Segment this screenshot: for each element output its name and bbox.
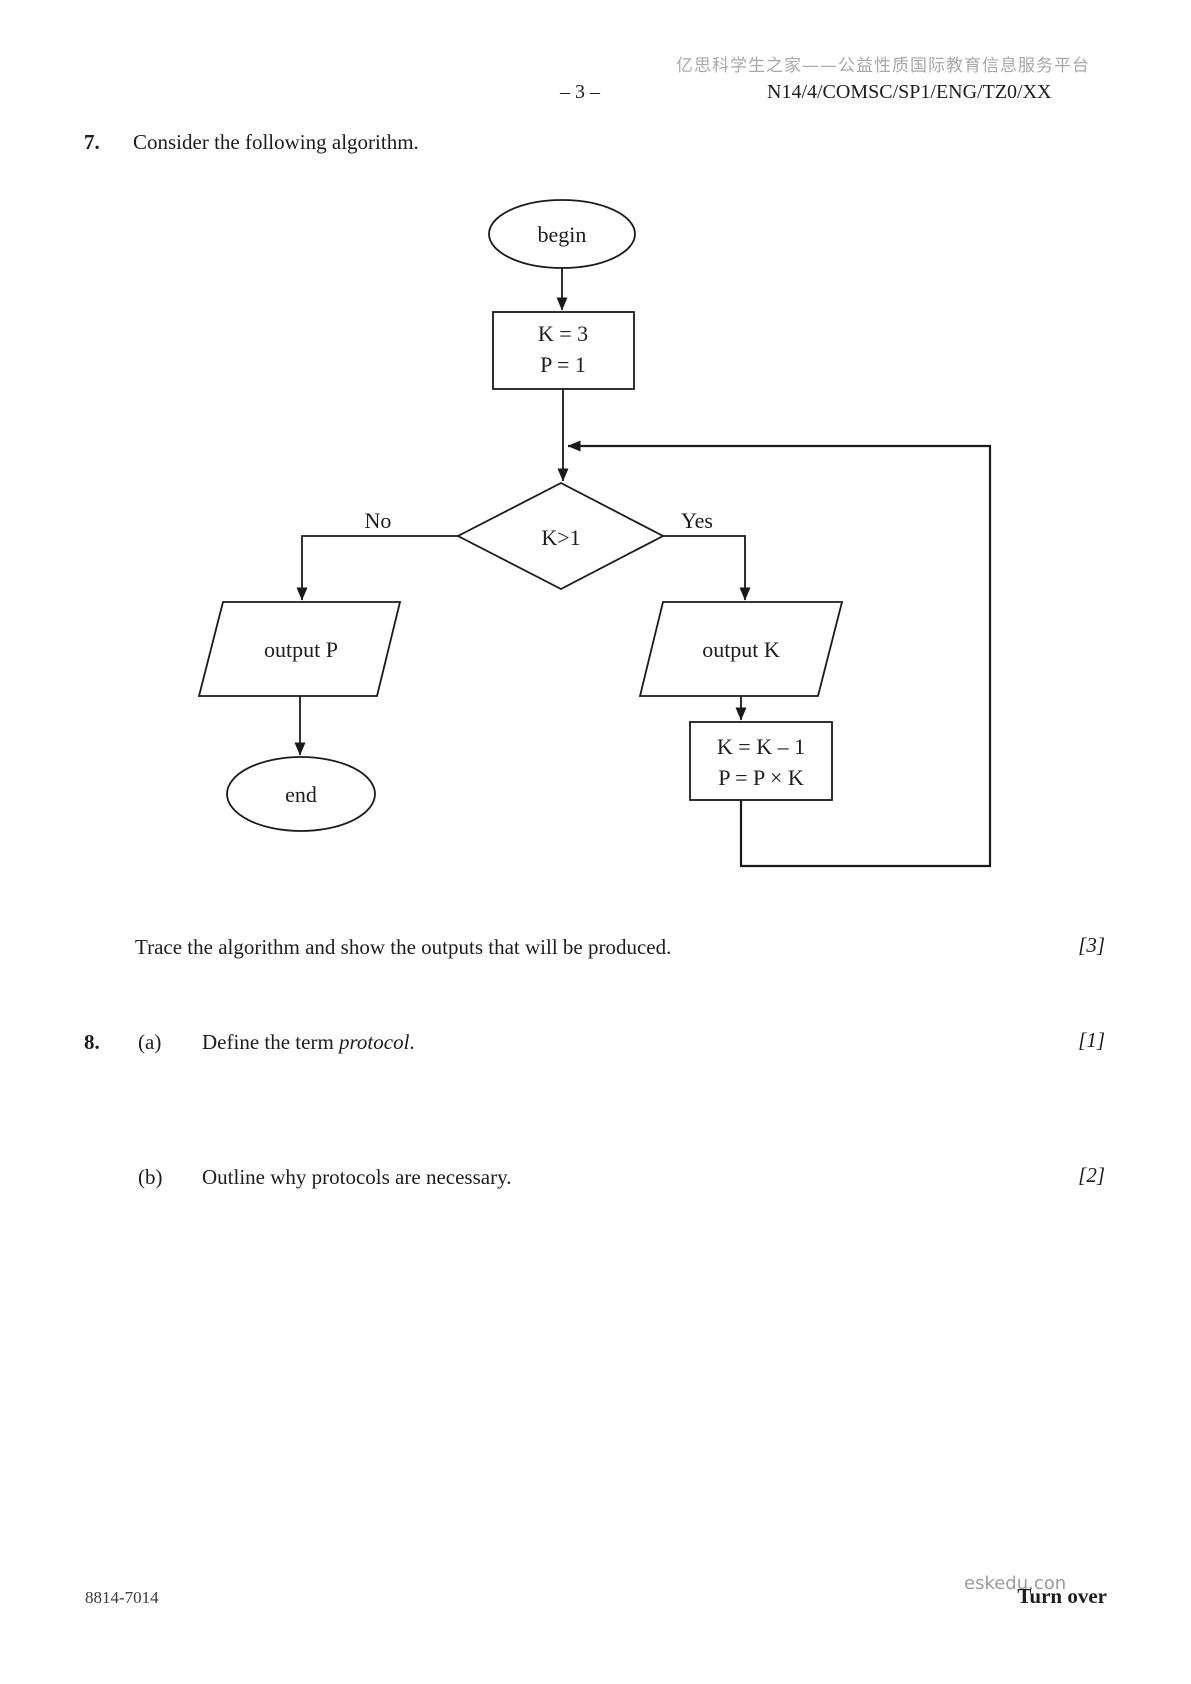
question7-marks: [3] [1078, 933, 1105, 957]
question8-number: 8. [84, 1030, 100, 1054]
update-process-box [689, 721, 833, 801]
begin-label: begin [538, 222, 587, 247]
footer-watermark: eskedu.con [964, 1573, 1067, 1594]
decision-label: K>1 [541, 525, 580, 550]
update-line1: K = K – 1 [717, 734, 805, 759]
turn-over-label: Turn over [1017, 1584, 1107, 1608]
init-line1: K = 3 [538, 321, 588, 346]
end-terminator [226, 756, 376, 832]
question7-prompt: Consider the following algorithm. [133, 130, 419, 154]
question8b-letter: (b) [138, 1165, 163, 1189]
output-p-parallelogram [197, 601, 402, 697]
no-label: No [365, 508, 392, 533]
flowchart-svg: begin K = 3 P = 1 K>1 No Yes output P en… [197, 199, 992, 868]
question8a-term: protocol [339, 1030, 410, 1054]
question8b-text: Outline why protocols are necessary. [202, 1165, 512, 1189]
output-k-label: output K [702, 637, 780, 662]
question8a-text-prefix: Define the term [202, 1030, 340, 1054]
loop-return-arrow [567, 440, 992, 868]
init-process-box [492, 311, 635, 390]
init-line2: P = 1 [540, 352, 586, 377]
question8a-text: Define the term protocol. [202, 1030, 415, 1055]
question7-trace-text: Trace the algorithm and show the outputs… [135, 935, 672, 959]
question8a-letter: (a) [138, 1030, 162, 1054]
no-branch-arrow [296, 535, 458, 601]
output-p-label: output P [264, 637, 338, 662]
page-number: – 3 – [560, 81, 600, 103]
update-line2: P = P × K [718, 765, 804, 790]
paper-code: N14/4/COMSC/SP1/ENG/TZ0/XX [767, 81, 1052, 103]
site-watermark: 亿思科学生之家——公益性质国际教育信息服务平台 [676, 56, 1090, 76]
question8a-text-suffix: . [409, 1030, 415, 1054]
yes-branch-arrow [663, 535, 751, 601]
question7-number: 7. [84, 130, 100, 154]
output-k-parallelogram [638, 601, 844, 697]
decision-diamond [456, 481, 665, 591]
footer-doc-code: 8814-7014 [85, 1588, 159, 1607]
question8a-marks: [1] [1078, 1028, 1105, 1052]
question8b-marks: [2] [1078, 1163, 1105, 1187]
yes-label: Yes [681, 508, 713, 533]
end-label: end [285, 782, 317, 807]
